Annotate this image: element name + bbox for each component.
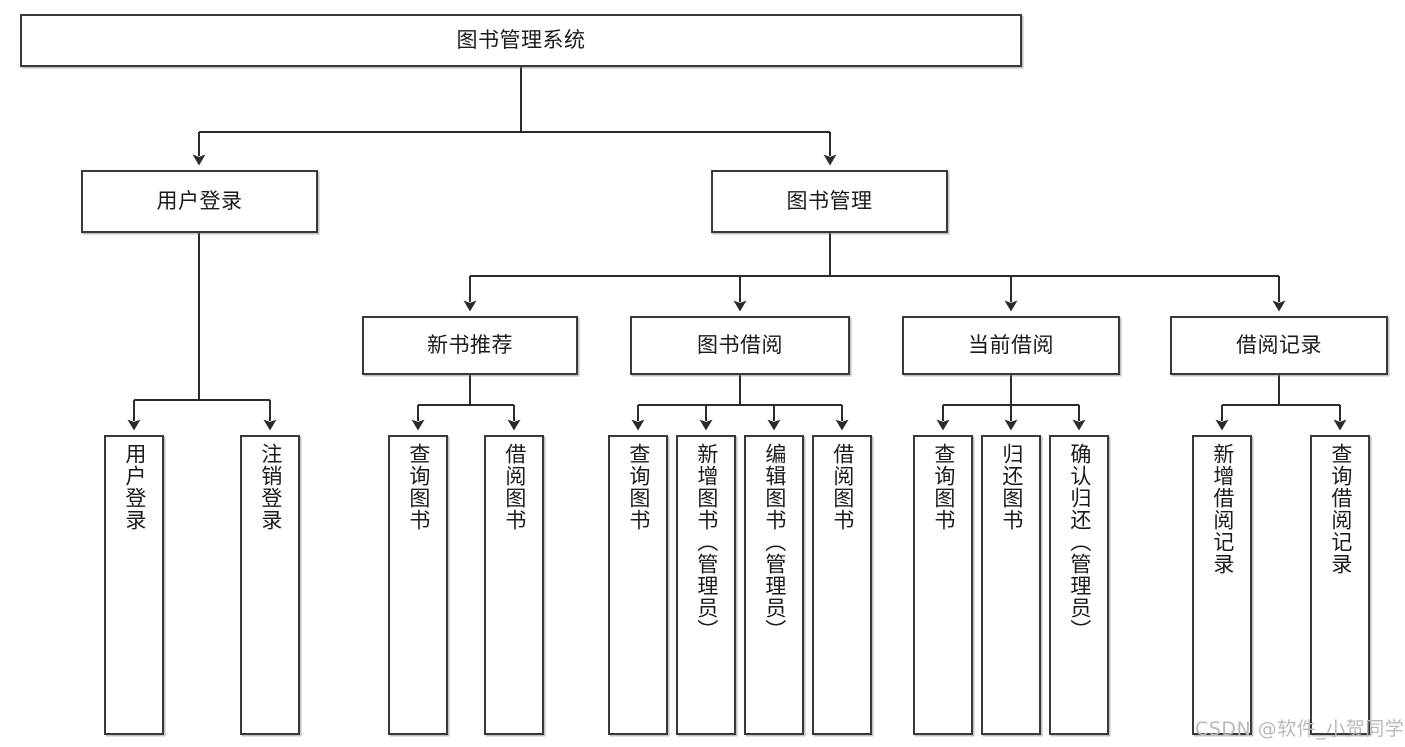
node-leaf-edit-book-admin-label: 编辑图书（管理员） bbox=[762, 443, 787, 641]
node-leaf-query-borrow-record-label: 查询借阅记录 bbox=[1328, 443, 1353, 575]
node-leaf-add-book-admin-label: 新增图书（管理员） bbox=[694, 443, 719, 641]
node-leaf-borrow-book-recommend[interactable]: 借阅图书 bbox=[484, 435, 544, 735]
node-new-book-recommend-label: 新书推荐 bbox=[427, 333, 513, 358]
node-leaf-add-borrow-record[interactable]: 新增借阅记录 bbox=[1192, 435, 1252, 735]
node-leaf-user-login[interactable]: 用户登录 bbox=[104, 435, 164, 735]
node-leaf-add-borrow-record-label: 新增借阅记录 bbox=[1210, 443, 1235, 575]
node-leaf-user-logout-label: 注销登录 bbox=[258, 443, 283, 531]
node-leaf-query-book-current[interactable]: 查询图书 bbox=[913, 435, 973, 735]
node-user-login[interactable]: 用户登录 bbox=[81, 170, 318, 233]
node-borrow-record-label: 借阅记录 bbox=[1236, 333, 1322, 358]
node-root[interactable]: 图书管理系统 bbox=[20, 14, 1022, 67]
node-book-manage-label: 图书管理 bbox=[786, 189, 873, 214]
node-leaf-query-book-recommend-label: 查询图书 bbox=[406, 443, 431, 531]
node-leaf-return-book-label: 归还图书 bbox=[999, 443, 1024, 531]
node-leaf-query-borrow-record[interactable]: 查询借阅记录 bbox=[1310, 435, 1370, 735]
node-root-label: 图书管理系统 bbox=[456, 28, 586, 53]
node-leaf-query-book[interactable]: 查询图书 bbox=[608, 435, 668, 735]
node-leaf-edit-book-admin[interactable]: 编辑图书（管理员） bbox=[744, 435, 804, 735]
node-book-borrow[interactable]: 图书借阅 bbox=[630, 316, 850, 375]
node-leaf-confirm-return-admin-label: 确认归还（管理员） bbox=[1067, 443, 1092, 641]
csdn-watermark: CSDN @软件_小贺同学 bbox=[1195, 718, 1405, 740]
node-new-book-recommend[interactable]: 新书推荐 bbox=[362, 316, 578, 375]
node-leaf-user-login-label: 用户登录 bbox=[122, 443, 147, 531]
node-leaf-query-book-recommend[interactable]: 查询图书 bbox=[388, 435, 448, 735]
node-leaf-add-book-admin[interactable]: 新增图书（管理员） bbox=[676, 435, 736, 735]
node-user-login-label: 用户登录 bbox=[156, 189, 243, 214]
node-leaf-query-book-label: 查询图书 bbox=[626, 443, 651, 531]
node-leaf-query-book-current-label: 查询图书 bbox=[931, 443, 956, 531]
node-leaf-borrow-book[interactable]: 借阅图书 bbox=[812, 435, 872, 735]
node-current-borrow[interactable]: 当前借阅 bbox=[902, 316, 1120, 375]
node-leaf-confirm-return-admin[interactable]: 确认归还（管理员） bbox=[1049, 435, 1109, 735]
node-borrow-record[interactable]: 借阅记录 bbox=[1170, 316, 1388, 375]
node-book-borrow-label: 图书借阅 bbox=[697, 333, 783, 358]
node-current-borrow-label: 当前借阅 bbox=[968, 333, 1054, 358]
node-leaf-return-book[interactable]: 归还图书 bbox=[981, 435, 1041, 735]
node-book-manage[interactable]: 图书管理 bbox=[711, 170, 948, 233]
node-leaf-borrow-book-recommend-label: 借阅图书 bbox=[502, 443, 527, 531]
node-leaf-borrow-book-label: 借阅图书 bbox=[830, 443, 855, 531]
node-leaf-user-logout[interactable]: 注销登录 bbox=[240, 435, 300, 735]
